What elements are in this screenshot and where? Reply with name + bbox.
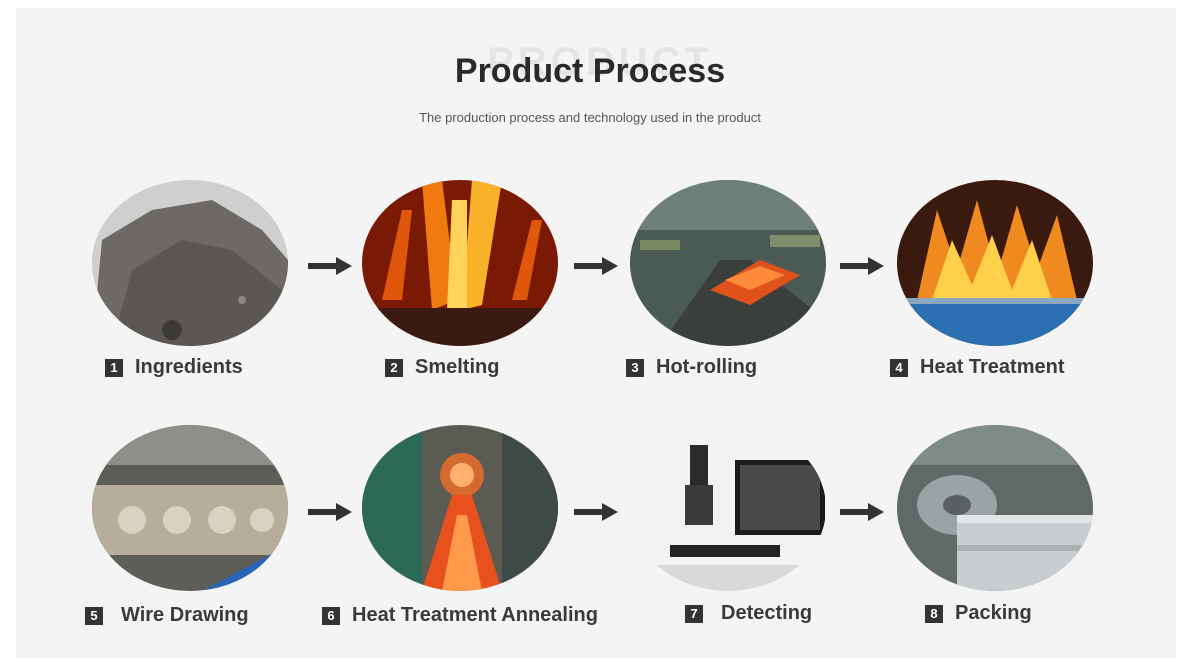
step-6-image — [362, 425, 558, 591]
step-6-number: 6 — [322, 606, 340, 625]
arrow-right-icon — [308, 503, 352, 521]
step-3-image — [630, 180, 826, 346]
step-4-label: 4 Heat Treatment — [890, 356, 1065, 379]
step-6-label: 6 Heat Treatment Annealing — [322, 604, 598, 627]
page-title: Product Process — [454, 52, 726, 90]
step-8-text: Packing — [955, 602, 1032, 624]
step-2-text: Smelting — [415, 356, 500, 378]
step-1-image — [92, 180, 288, 346]
step-8-image — [897, 425, 1093, 591]
step-8-number: 8 — [925, 604, 943, 623]
step-8-label: 8 Packing — [925, 602, 1032, 625]
step-5-text: Wire Drawing — [121, 604, 249, 626]
arrow-right-icon — [840, 503, 884, 521]
step-7-text: Detecting — [721, 602, 813, 624]
step-4-number: 4 — [890, 358, 908, 377]
step-1-number: 1 — [105, 358, 123, 377]
step-5-label: 5 Wire Drawing — [85, 604, 249, 627]
arrow-right-icon — [840, 257, 884, 275]
step-4-image — [897, 180, 1093, 346]
step-6-text: Heat Treatment Annealing — [352, 604, 598, 626]
step-1-label: 1 Ingredients — [105, 356, 243, 379]
arrow-right-icon — [574, 503, 618, 521]
step-2-number: 2 — [385, 358, 403, 377]
step-5-number: 5 — [85, 606, 103, 625]
step-2-label: 2 Smelting — [385, 356, 499, 379]
step-3-number: 3 — [626, 358, 644, 377]
step-3-text: Hot-rolling — [656, 356, 758, 378]
step-1-text: Ingredients — [135, 356, 243, 378]
page-subtitle: The production process and technology us… — [419, 110, 761, 125]
step-2-image — [362, 180, 558, 346]
header-watermark: PRODUCT — [487, 40, 713, 84]
step-4-text: Heat Treatment — [920, 356, 1065, 378]
step-3-label: 3 Hot-rolling — [626, 356, 757, 379]
step-7-label: 7 Detecting — [685, 602, 812, 625]
arrow-right-icon — [574, 257, 618, 275]
step-5-image — [92, 425, 288, 591]
step-7-image — [630, 425, 826, 591]
step-7-number: 7 — [685, 604, 703, 623]
arrow-right-icon — [308, 257, 352, 275]
